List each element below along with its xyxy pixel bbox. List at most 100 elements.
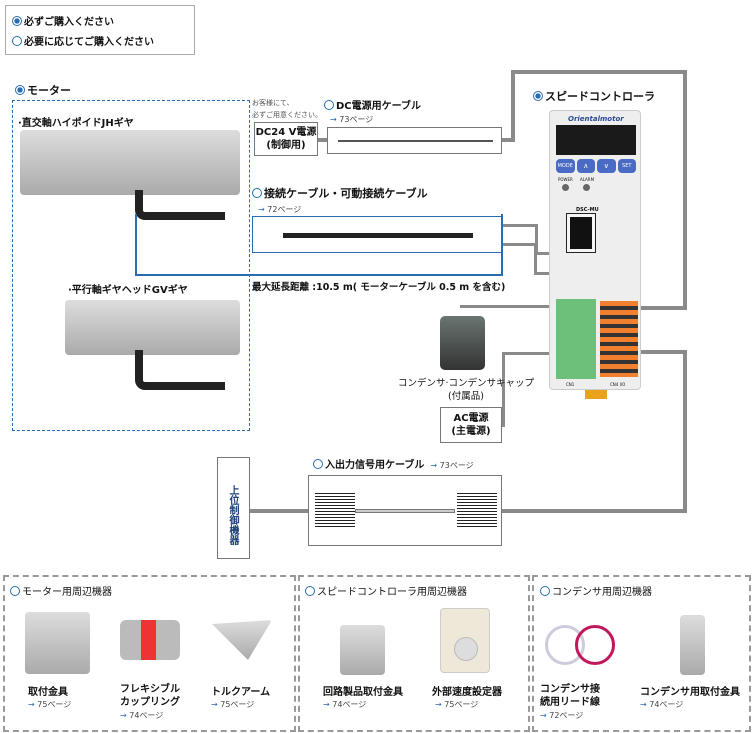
item-page-link[interactable]: 75ページ [435,699,478,710]
set-button[interactable]: SET [617,159,636,173]
dc-cable-title: DC電源用ケーブル [324,97,421,112]
connector-line [683,70,687,310]
cn1-terminal [556,299,596,379]
accessories-controller-title: スピードコントローラ用周辺機器 [305,583,467,598]
speed-controller-title-label: スピードコントローラ [545,90,655,103]
coupling-image [120,620,180,660]
ac-power-label: AC電源 [453,413,489,424]
item-name: 外部速度設定器 [432,687,502,698]
legend [5,5,195,55]
connector-line [318,138,327,142]
accessories-controller-title-label: スピードコントローラ用周辺機器 [317,587,467,598]
motor-cable-image [135,350,225,390]
dc-cable-page-link[interactable]: 73ページ [330,114,373,125]
cn1-label: CN1 [566,382,575,387]
item-name: フレキシブルカップリング [120,684,180,708]
speed-controller-title: スピードコントローラ [533,88,655,104]
power-led [562,184,569,191]
item-name: 回路製品取付金具 [323,687,403,698]
item-page-link[interactable]: 75ページ [211,699,254,710]
connector-line [535,224,538,254]
item-name: トルクアーム [211,687,271,698]
capacitor-label-line1: コンデンサ·コンデンサキャップ [398,378,535,389]
accessories-controller [298,575,530,732]
accessories-motor [3,575,296,732]
capacitor-bracket-image [680,615,705,675]
motor-title-label: モーター [27,84,71,97]
jh-gear-label: ·直交軸ハイポイドJHギヤ [18,118,134,129]
host-controller-box: 上位制御機器 [217,457,250,559]
brand-logo: Orientalmotor [568,115,624,123]
item-page-link[interactable]: 74ページ [323,699,366,710]
connector-line [502,352,552,355]
mounting-bracket-image [25,612,90,674]
connection-cable-title-label: 接続ケーブル・可動接続ケーブル [264,187,428,200]
motor-title: モーター [15,82,71,98]
cn4-io-terminal [600,301,638,377]
connector-line [511,70,515,142]
connector-line [502,138,515,142]
power-led-label: POWER [558,177,573,182]
dc-cable-title-label: DC電源用ケーブル [336,101,422,112]
display [556,125,636,155]
connector-line [640,350,687,354]
connector-line [250,509,308,513]
legend-required-label: 必ずご購入ください [24,17,114,28]
dc24v-label: DC24 V電源 [255,127,317,138]
dc-note-line1: お客様にて、 [252,99,294,107]
connector-line [502,224,537,227]
connector-line [460,305,555,308]
ac-power-sub-label: (主電源) [451,426,491,437]
motor-connector [566,213,596,253]
cn4-label: CN4 I/O [610,382,626,387]
host-controller-label: 上位制御機器 [227,485,238,545]
down-button[interactable]: ∨ [597,159,616,173]
capacitor-image [440,316,485,370]
connector-line [502,509,687,513]
item-page-link[interactable]: 75ページ [28,699,71,710]
extension-bracket [135,214,503,276]
capacitor-label-line2: (付属品) [448,391,484,402]
connection-cable-page-link[interactable]: 72ページ [258,204,301,215]
speed-controller-image: Orientalmotor MODE ∧ ∨ SET POWER ALARM D… [549,110,641,390]
item-name: 取付金具 [28,687,68,698]
up-button[interactable]: ∧ [576,159,595,173]
motor-group-box [12,100,250,431]
din-clip [585,390,607,399]
capacitor-label: コンデンサ·コンデンサキャップ (付属品) [398,377,534,403]
motor-cable-image [135,190,225,220]
connector-line [502,352,505,427]
dc24v-sub-label: (制御用) [266,140,306,151]
dc24v-power-box: DC24 V電源 (制御用) [254,122,318,156]
io-cable-image-box [308,475,502,546]
connection-cable-image-box [252,216,502,253]
legend-required: 必ずご購入ください [12,13,114,28]
dc-note: お客様にて、必ずご用意ください。 [252,97,322,121]
io-cable-page-link[interactable]: 73ページ [430,461,473,470]
io-cable-title: 入出力信号用ケーブル73ページ [313,456,474,471]
alarm-led [583,184,590,191]
item-page-link[interactable]: 74ページ [120,710,163,721]
legend-optional-label: 必要に応じてご購入ください [24,37,154,48]
connector-line [534,243,537,273]
item-name: コンデンサ用取付金具 [640,687,740,698]
accessories-capacitor-title: コンデンサ用周辺機器 [540,583,652,598]
lead-wire-image [575,625,615,665]
accessories-motor-title-label: モーター用周辺機器 [22,587,112,598]
mode-button[interactable]: MODE [556,159,575,173]
alarm-led-label: ALARM [580,177,595,182]
item-page-link[interactable]: 74ページ [640,699,683,710]
model-label: DSC-MU [576,207,599,213]
item-page-link[interactable]: 72ページ [540,710,583,721]
dc-note-line2: 必ずご用意ください。 [252,111,322,119]
circuit-bracket-image [340,625,385,675]
connector-line [640,306,687,310]
legend-optional: 必要に応じてご購入ください [12,33,154,48]
accessories-capacitor [532,575,751,732]
jh-gear-motor-image [20,130,240,195]
accessories-motor-title: モーター用周辺機器 [10,583,112,598]
gv-gear-label: ·平行軸ギヤヘッドGVギヤ [68,285,188,296]
max-extension-distance: 最大延長距離 :10.5 m( モーターケーブル 0.5 m を含む) [252,282,506,293]
accessories-capacitor-title-label: コンデンサ用周辺機器 [552,587,652,598]
connector-line [502,243,537,246]
